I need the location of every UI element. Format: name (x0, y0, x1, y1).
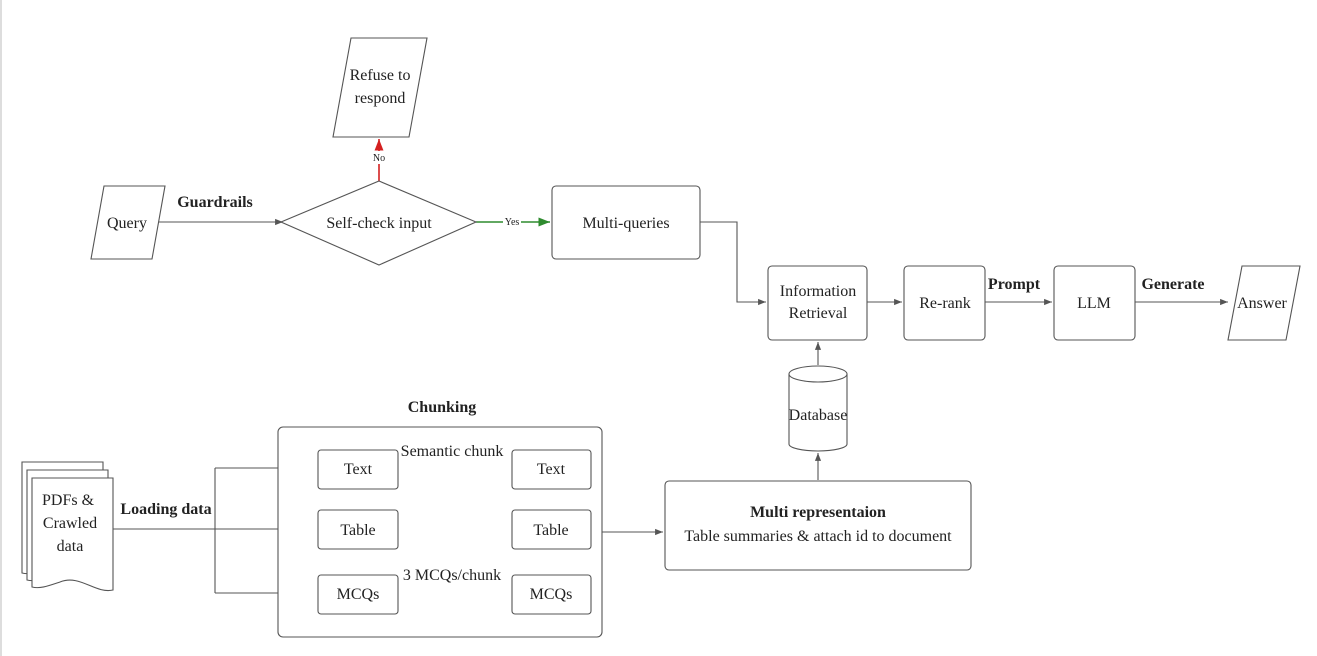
table-chunk-node: Table (511, 509, 592, 550)
mcqs-chunk-label: MCQs (530, 586, 573, 603)
refuse-label-line2: respond (355, 90, 406, 107)
table-source-label: Table (340, 522, 375, 539)
text-chunk-label: Text (537, 461, 566, 478)
mcqs-source-label: MCQs (337, 586, 380, 603)
multi-queries-node: Multi-queries (551, 185, 701, 260)
pdfs-label-line1: PDFs & (42, 492, 95, 509)
answer-node: Answer (1227, 265, 1301, 341)
prompt-label: Prompt (988, 276, 1041, 293)
query-node: Query (90, 185, 166, 260)
retrieval-label-line1: Information (780, 283, 856, 300)
re-rank-node: Re-rank (903, 265, 986, 341)
guardrails-label: Guardrails (177, 194, 253, 211)
yes-tag: Yes (503, 216, 521, 228)
loading-data-label: Loading data (120, 501, 211, 518)
text-chunk-node: Text (511, 449, 592, 490)
no-label: No (373, 153, 385, 164)
llm-node: LLM (1053, 265, 1136, 341)
no-tag: No (370, 151, 388, 164)
edge-multiqueries-to-retrieval (700, 221, 766, 306)
pdfs-label-line3: data (57, 538, 84, 555)
answer-label: Answer (1237, 295, 1287, 312)
pdfs-multi-document-node: PDFs & Crawled data (21, 461, 114, 592)
multi-queries-label: Multi-queries (582, 215, 669, 232)
generate-label: Generate (1141, 276, 1204, 293)
query-label: Query (107, 215, 147, 232)
text-source-node: Text (317, 449, 399, 490)
text-source-label: Text (344, 461, 373, 478)
multi-representation-node: Multi representaion Table summaries & at… (664, 480, 972, 571)
pdfs-label-line2: Crawled (43, 515, 97, 532)
refuse-node: Refuse to respond (332, 37, 428, 138)
self-check-label: Self-check input (326, 215, 432, 232)
semantic-chunk-label: Semantic chunk (401, 443, 504, 460)
mcqs-per-chunk-label: 3 MCQs/chunk (403, 567, 501, 584)
multi-representation-title: Multi representaion (750, 504, 886, 521)
table-source-node: Table (317, 509, 399, 550)
mcqs-chunk-node: MCQs (511, 574, 592, 615)
mcqs-source-node: MCQs (317, 574, 399, 615)
multi-representation-subtitle: Table summaries & attach id to document (684, 528, 952, 545)
self-check-node: Self-check input (279, 180, 478, 266)
information-retrieval-node: Information Retrieval (767, 265, 868, 341)
refuse-label-line1: Refuse to (350, 67, 411, 84)
database-label: Database (789, 407, 848, 424)
retrieval-label-line2: Retrieval (789, 305, 848, 322)
re-rank-label: Re-rank (919, 295, 971, 312)
llm-label: LLM (1077, 295, 1111, 312)
yes-label: Yes (505, 217, 520, 228)
chunking-label: Chunking (408, 399, 477, 416)
database-node: Database (788, 365, 848, 452)
table-chunk-label: Table (533, 522, 568, 539)
